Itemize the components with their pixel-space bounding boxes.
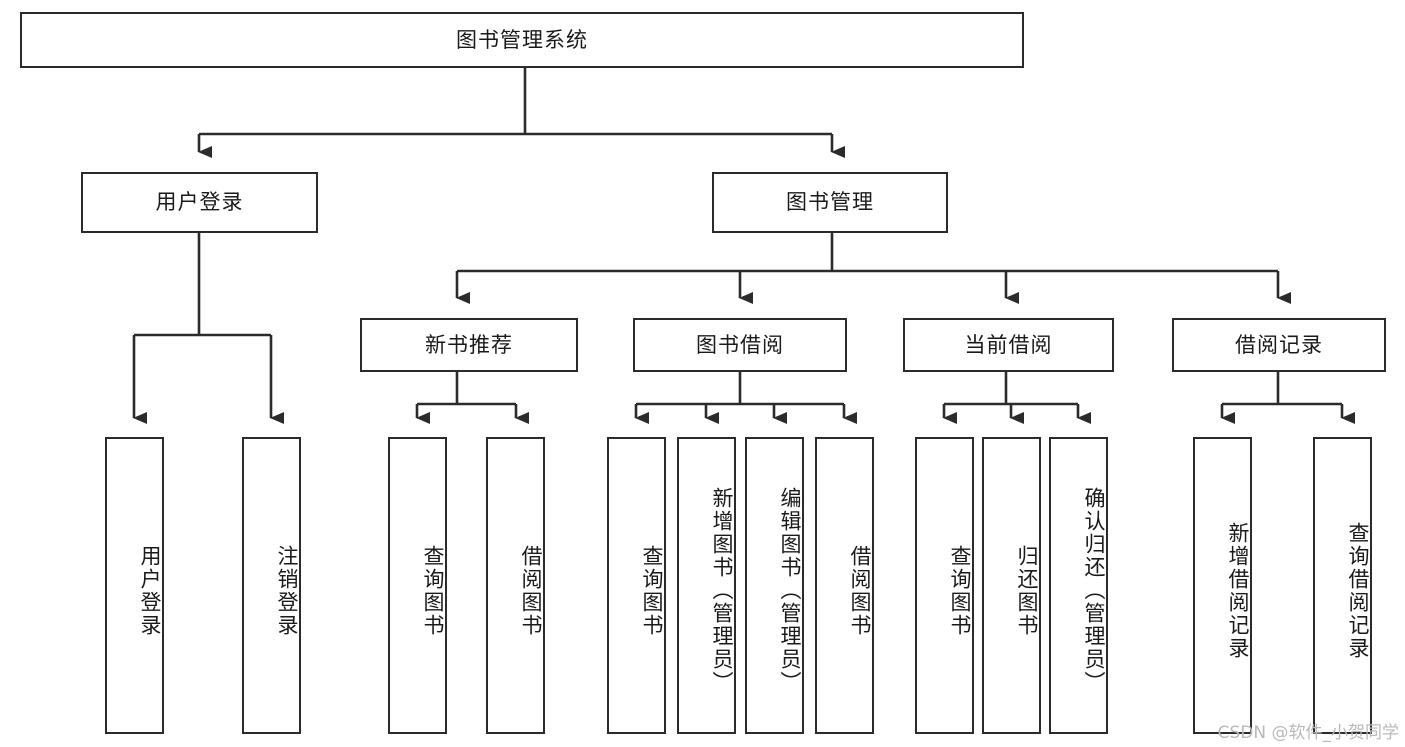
leaf-edit-book[interactable]: 编辑图书（管理员） bbox=[745, 437, 804, 734]
leaf-query-record-label: 查询借阅记录 bbox=[1346, 521, 1370, 660]
node-book-manage-label: 图书管理 bbox=[786, 190, 874, 215]
leaf-query-book-3-label: 查询图书 bbox=[948, 544, 972, 637]
leaf-edit-book-label: 编辑图书（管理员） bbox=[778, 487, 802, 694]
leaf-add-book-label: 新增图书（管理员） bbox=[710, 487, 734, 694]
leaf-confirm-return-label: 确认归还（管理员） bbox=[1082, 487, 1106, 694]
node-current-borrow[interactable]: 当前借阅 bbox=[903, 318, 1114, 372]
node-user-login[interactable]: 用户登录 bbox=[81, 172, 318, 233]
node-borrow-record[interactable]: 借阅记录 bbox=[1172, 318, 1386, 372]
leaf-borrow-book-1[interactable]: 借阅图书 bbox=[486, 437, 545, 734]
leaf-return-book-label: 归还图书 bbox=[1015, 544, 1039, 637]
leaf-query-book-1-label: 查询图书 bbox=[421, 544, 445, 637]
node-user-login-label: 用户登录 bbox=[155, 190, 244, 215]
leaf-user-login[interactable]: 用户登录 bbox=[105, 437, 164, 734]
node-new-book-rec-label: 新书推荐 bbox=[425, 332, 513, 357]
leaf-add-book[interactable]: 新增图书（管理员） bbox=[677, 437, 736, 734]
leaf-return-book[interactable]: 归还图书 bbox=[982, 437, 1041, 734]
node-book-manage[interactable]: 图书管理 bbox=[712, 172, 948, 233]
leaf-borrow-book-1-label: 借阅图书 bbox=[519, 544, 543, 637]
node-borrow-record-label: 借阅记录 bbox=[1235, 332, 1323, 357]
leaf-query-book-2[interactable]: 查询图书 bbox=[607, 437, 666, 734]
node-new-book-rec[interactable]: 新书推荐 bbox=[360, 318, 578, 372]
leaf-add-record-label: 新增借阅记录 bbox=[1226, 521, 1250, 660]
node-book-borrow-label: 图书借阅 bbox=[696, 332, 784, 357]
leaf-query-book-2-label: 查询图书 bbox=[640, 544, 664, 637]
leaf-user-logout-label: 注销登录 bbox=[275, 544, 299, 637]
node-book-borrow[interactable]: 图书借阅 bbox=[633, 318, 847, 372]
leaf-borrow-book-2[interactable]: 借阅图书 bbox=[815, 437, 874, 734]
leaf-user-logout[interactable]: 注销登录 bbox=[242, 437, 301, 734]
node-root-label: 图书管理系统 bbox=[456, 27, 588, 52]
leaf-user-login-label: 用户登录 bbox=[138, 544, 162, 637]
node-current-borrow-label: 当前借阅 bbox=[964, 332, 1053, 357]
node-root[interactable]: 图书管理系统 bbox=[20, 12, 1024, 68]
leaf-query-book-3[interactable]: 查询图书 bbox=[915, 437, 974, 734]
watermark: CSDN @软件_小贺同学 bbox=[1217, 723, 1399, 743]
leaf-query-record[interactable]: 查询借阅记录 bbox=[1313, 437, 1372, 734]
leaf-confirm-return[interactable]: 确认归还（管理员） bbox=[1049, 437, 1108, 734]
leaf-add-record[interactable]: 新增借阅记录 bbox=[1193, 437, 1252, 734]
leaf-borrow-book-2-label: 借阅图书 bbox=[848, 544, 872, 637]
leaf-query-book-1[interactable]: 查询图书 bbox=[388, 437, 447, 734]
